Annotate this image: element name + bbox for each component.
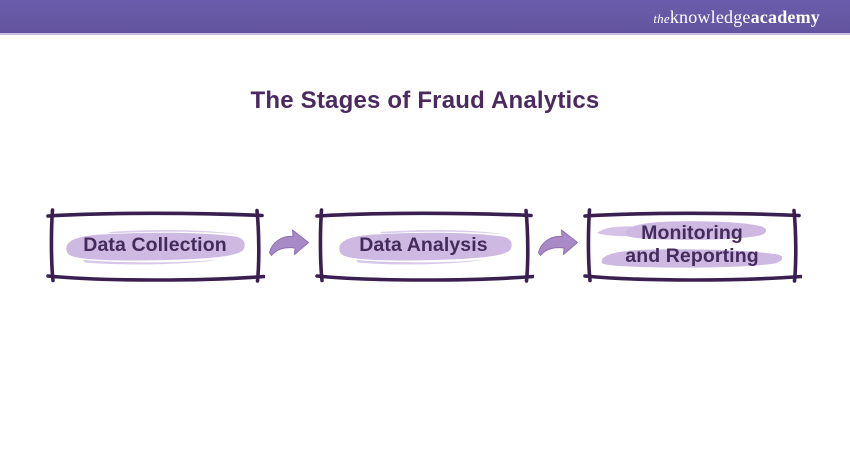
highlight-streak-top: [109, 229, 242, 235]
highlight-streak-top: [379, 229, 508, 235]
highlight-stroke-line1: [625, 221, 766, 240]
logo-word-the: the: [653, 10, 670, 26]
stage-box-data-collection: Data Collection: [45, 206, 265, 284]
logo-word-knowledge: knowledge: [669, 6, 751, 27]
stage-label: Data Analysis: [314, 206, 534, 284]
sketch-border-and-highlight: [314, 208, 534, 283]
curved-right-arrow-icon: [269, 229, 310, 256]
stage-label-line: Data Collection: [83, 233, 227, 256]
curved-right-arrow-icon: [537, 229, 578, 256]
stage-label-line: Monitoring: [641, 222, 743, 244]
stage-box-monitoring-and-reporting: Monitoring and Reporting: [582, 206, 802, 284]
highlight-streak-bottom: [355, 259, 484, 265]
stage-label-line: Data Analysis: [359, 233, 488, 256]
stage-label: Data Collection: [45, 206, 265, 284]
sketch-border: [583, 208, 802, 283]
highlight-stroke: [66, 232, 245, 261]
stage-box-data-analysis: Data Analysis: [314, 206, 534, 284]
brand-logo: theknowledgeacademy: [653, 8, 820, 26]
sketch-border-and-highlight: [46, 208, 265, 283]
stage-label-line: and Reporting: [625, 245, 759, 267]
sketch-border: [46, 208, 265, 283]
stage-label: Monitoring and Reporting: [582, 206, 802, 284]
header-bar: theknowledgeacademy: [0, 0, 850, 35]
highlight-tail-line1: [597, 226, 632, 237]
flow-diagram: Data Collection Data Analysis: [45, 205, 802, 285]
highlight-streak-bottom: [83, 259, 217, 265]
logo-word-academy: academy: [750, 6, 820, 27]
sketch-border-and-highlight: [583, 208, 802, 283]
sketch-border: [314, 208, 534, 283]
highlight-streak-line2: [732, 253, 780, 259]
highlight-stroke: [338, 232, 512, 261]
page-title: The Stages of Fraud Analytics: [250, 87, 600, 114]
